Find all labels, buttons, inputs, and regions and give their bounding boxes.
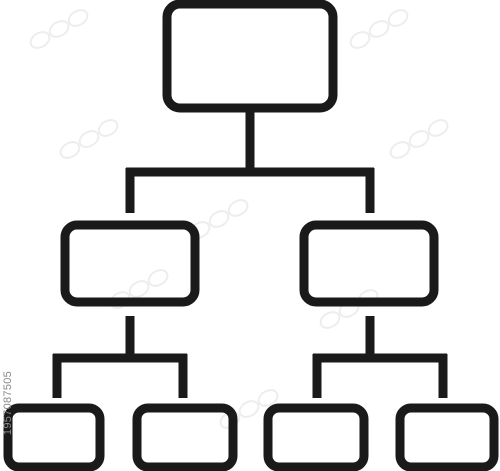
root-node <box>162 0 338 113</box>
stock-image-id: 1957087505 <box>2 370 14 436</box>
level3-node-2 <box>132 403 238 471</box>
level3-node-1 <box>3 403 105 471</box>
level3-node-4 <box>395 403 499 471</box>
level3-node-3 <box>263 403 369 471</box>
level2-right-node <box>299 220 439 307</box>
level2-left-node <box>60 220 200 307</box>
